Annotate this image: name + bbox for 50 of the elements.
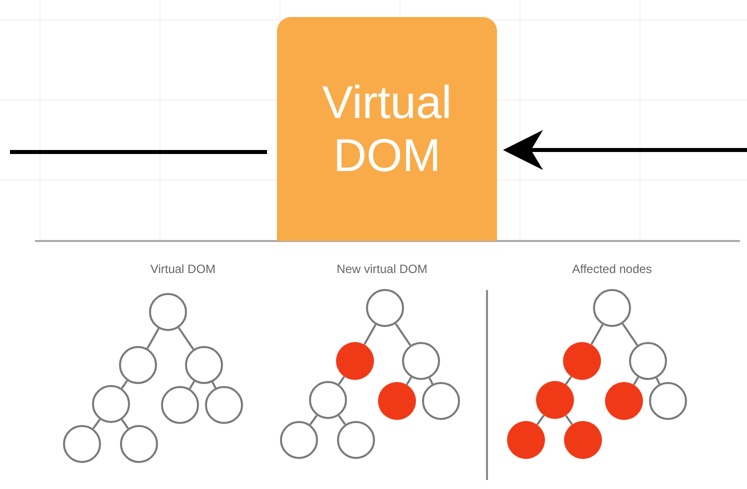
changed-tree-node bbox=[563, 342, 601, 380]
tree-branch bbox=[121, 419, 129, 429]
tree-branch bbox=[338, 376, 345, 385]
changed-tree-node bbox=[378, 382, 416, 420]
tree-node bbox=[649, 382, 687, 420]
tree-node bbox=[629, 342, 667, 380]
tree-branch bbox=[406, 376, 412, 386]
tree-branch bbox=[121, 380, 128, 389]
tree-node bbox=[185, 346, 223, 384]
tree-branch bbox=[590, 324, 604, 345]
changed-tree-node bbox=[564, 421, 602, 459]
tree-node bbox=[119, 346, 157, 384]
tree-branch bbox=[146, 328, 160, 349]
changed-tree-node bbox=[605, 382, 643, 420]
tree-branch bbox=[178, 327, 194, 350]
tree-branch bbox=[309, 414, 318, 426]
connector-line bbox=[10, 150, 267, 154]
tree-node bbox=[309, 381, 347, 419]
tree-branch bbox=[92, 418, 101, 430]
tree-caption: Virtual DOM bbox=[150, 262, 216, 276]
tree-node bbox=[161, 386, 199, 424]
changed-tree-node bbox=[336, 342, 374, 380]
box-title: Virtual DOM bbox=[321, 76, 453, 182]
process-box bbox=[277, 17, 497, 241]
tree-branch bbox=[565, 376, 572, 385]
tree-node bbox=[366, 289, 404, 327]
tree-branch bbox=[565, 415, 573, 425]
tree-node bbox=[120, 425, 158, 463]
tree-node bbox=[422, 382, 460, 420]
tree-branch bbox=[212, 382, 216, 388]
tree-branch bbox=[632, 376, 640, 386]
tree-branch bbox=[536, 414, 545, 426]
tree-node bbox=[205, 386, 243, 424]
tree-branch bbox=[363, 324, 377, 345]
tree-node bbox=[337, 421, 375, 459]
tree-node bbox=[63, 425, 101, 463]
tree-node bbox=[92, 385, 130, 423]
tree-caption: New virtual DOM bbox=[336, 262, 428, 276]
tree-node bbox=[149, 293, 187, 331]
tree-node bbox=[402, 342, 440, 380]
changed-tree-node bbox=[536, 381, 574, 419]
changed-tree-node bbox=[507, 421, 545, 459]
tree-node bbox=[280, 421, 318, 459]
tree-branch bbox=[188, 380, 196, 390]
tree-branch bbox=[622, 323, 638, 346]
tree-branch bbox=[338, 415, 346, 425]
tree-branch bbox=[394, 323, 412, 346]
tree-node bbox=[593, 289, 631, 327]
tree-caption: Affected nodes bbox=[572, 262, 652, 276]
arrow bbox=[503, 130, 747, 170]
